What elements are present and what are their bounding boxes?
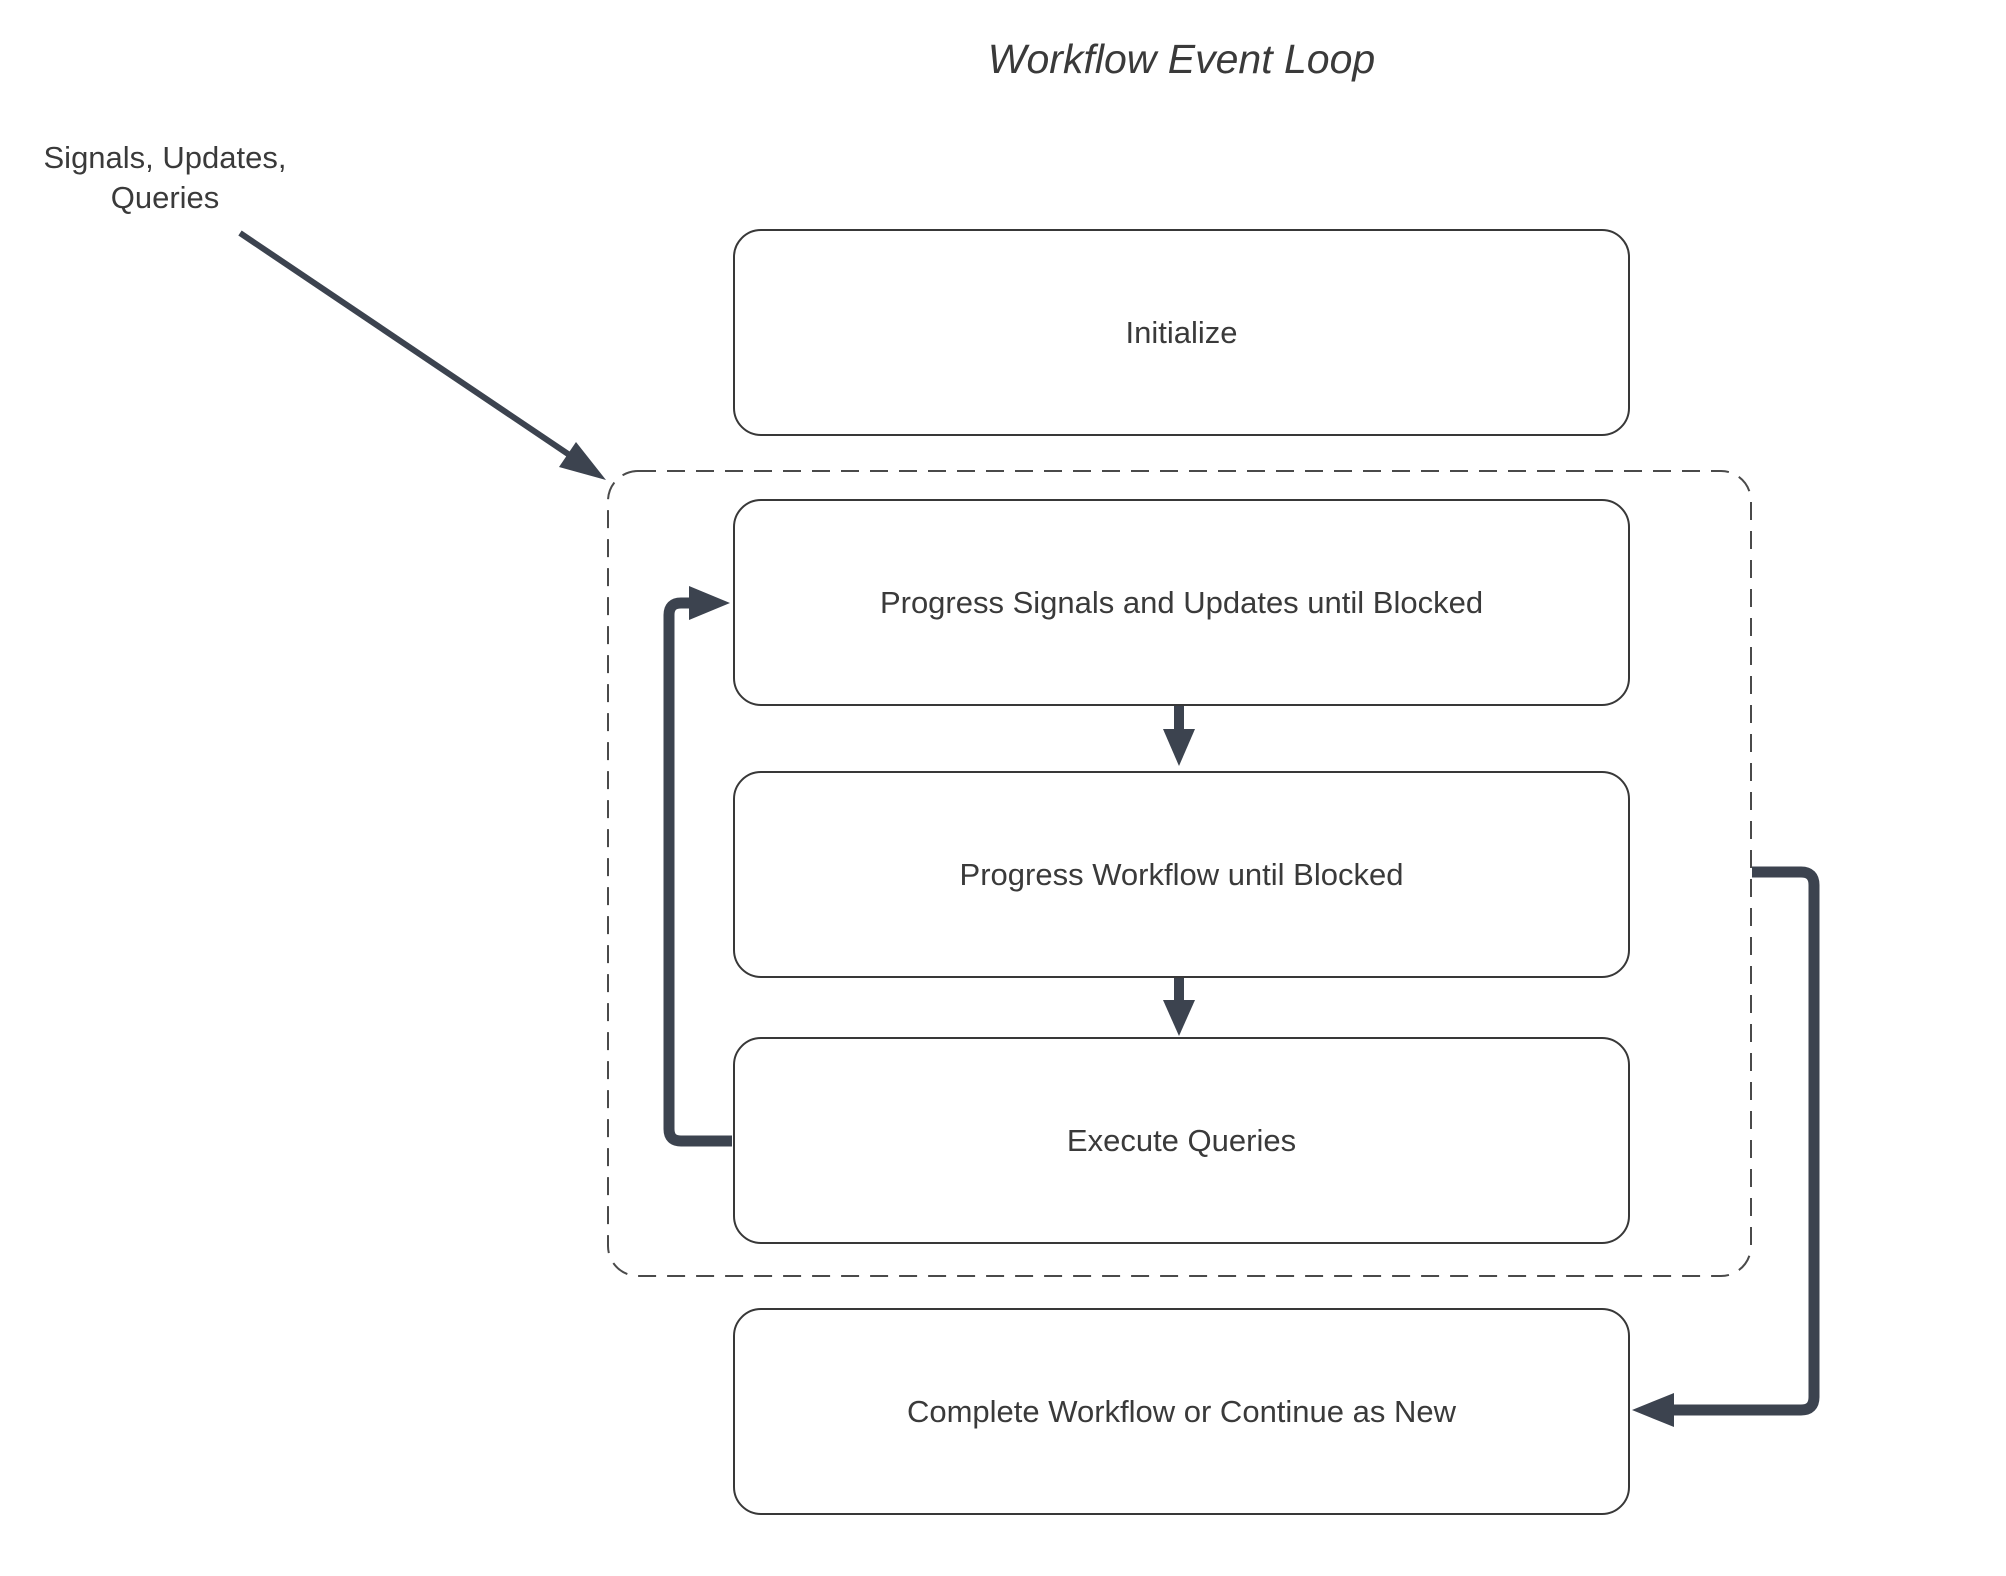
node-initialize: Initialize [733,229,1630,436]
node-complete-workflow-label: Complete Workflow or Continue as New [906,1393,1457,1429]
node-complete-workflow: Complete Workflow or Continue as New [733,1308,1630,1515]
loop-back-arrowhead-icon [689,586,730,620]
complete-arrowhead-icon [1632,1393,1674,1427]
node-execute-queries-label: Execute Queries [1066,1122,1297,1158]
loop-back-connector [663,597,732,1147]
diagram-title: Workflow Event Loop [987,36,1376,82]
node-execute-queries: Execute Queries [733,1037,1630,1244]
annotation-line-1: Signals, Updates, [43,140,287,175]
node-initialize-label: Initialize [1125,314,1238,350]
complete-connector [1674,866,1820,1416]
signals-input-arrowhead-icon [559,442,606,480]
node-progress-workflow-label: Progress Workflow until Blocked [959,856,1404,892]
signals-input-arrow [238,230,573,459]
node-progress-workflow: Progress Workflow until Blocked [733,771,1630,978]
down-arrow-1-head-icon [1163,729,1195,766]
node-progress-signals-and-updates: Progress Signals and Updates until Block… [733,499,1630,706]
node-progress-signals-label: Progress Signals and Updates until Block… [879,584,1484,620]
down-arrow-2-head-icon [1163,1000,1195,1036]
signals-updates-queries-label: Signals, Updates, Queries [20,138,310,218]
event-loop-group-border [607,470,1752,1277]
annotation-line-2: Queries [110,180,220,215]
